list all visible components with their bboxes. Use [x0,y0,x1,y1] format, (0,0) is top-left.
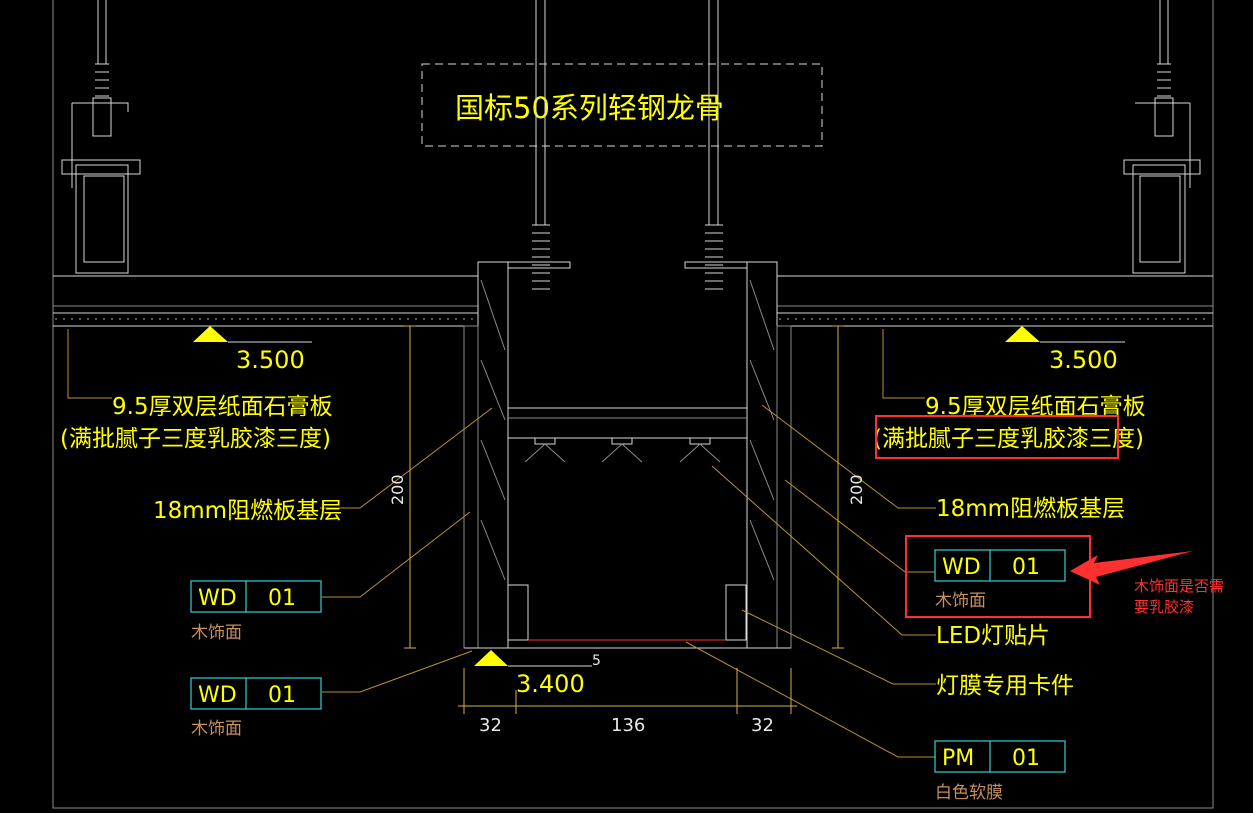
markup-box-tag [905,535,1091,618]
annotation-line2: 要乳胶漆 [1134,598,1194,616]
gypsum-right-line2: (满批腻子三度乳胶漆三度) [873,426,1144,452]
dim-small: 5 [592,653,601,669]
tag-wd-right: WD 01 木饰面 [934,549,1066,611]
markup-box-paint [875,415,1119,459]
tag-sub: 木饰面 [935,591,986,611]
base-left-label: 18mm阻燃板基层 [153,498,342,524]
drawing-title: 国标50系列轻钢龙骨 [455,91,724,125]
dim-height-left: 200 [388,474,407,505]
hanger-left [61,0,141,274]
tag-sub: 木饰面 [191,623,242,643]
tag-num: 01 [268,586,296,611]
tag-wd-left-upper: WD 01 木饰面 [190,580,322,643]
base-right-label: 18mm阻燃板基层 [936,496,1125,522]
tag-pm: PM 01 白色软膜 [934,740,1066,803]
ceiling-boards [53,275,1213,327]
tag-wd-left-lower: WD 01 木饰面 [190,677,322,739]
tag-code: WD [942,555,981,580]
dim-height-right: 200 [847,474,866,505]
light-trough [463,261,792,649]
gypsum-left-line2: (满批腻子三度乳胶漆三度) [60,426,331,452]
tag-code: WD [198,586,237,611]
tag-sub: 白色软膜 [935,783,1003,803]
drawing-frame [52,0,1214,809]
annotation-line1: 木饰面是否需 [1134,577,1224,595]
level-bottom: 3.400 [516,670,585,698]
dim-width-mid: 136 [611,715,645,736]
level-marker-bottom [474,650,508,666]
tag-code: PM [942,746,974,771]
level-marker-left [193,326,228,342]
level-right: 3.500 [1049,346,1118,374]
dimension-lines [404,325,844,714]
tag-sub: 木饰面 [191,719,242,739]
dim-width-right: 32 [751,715,774,736]
hanger-center [507,0,748,290]
led-label: LED灯贴片 [936,623,1050,649]
tag-num: 01 [268,683,296,708]
tag-code: WD [198,683,237,708]
gypsum-left-line1: 9.5厚双层纸面石膏板 [112,394,333,420]
title-box [421,63,823,147]
leader-lines [67,329,936,758]
tag-num: 01 [1012,555,1040,580]
level-marker-right [1005,326,1040,342]
level-left: 3.500 [236,346,305,374]
clip-label: 灯膜专用卡件 [936,673,1074,699]
dim-width-left: 32 [479,715,502,736]
markup-arrow [1070,551,1193,585]
tag-num: 01 [1012,746,1040,771]
hanger-right [1123,0,1201,274]
